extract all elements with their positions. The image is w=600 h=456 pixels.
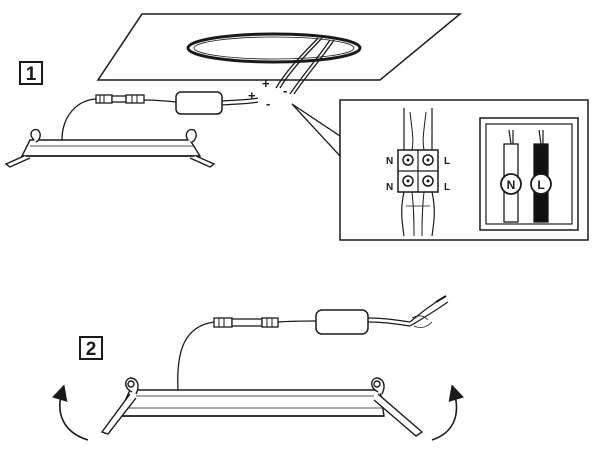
- driver-2-output-wires: [367, 295, 449, 329]
- arrow-right-curved-icon: [431, 384, 464, 441]
- ceiling-panel: [96, 13, 463, 81]
- step-2-badge: 2: [79, 336, 103, 360]
- neutral-marker-circle: [500, 173, 522, 195]
- polarity-minus-upper: -: [283, 83, 287, 98]
- terminal-block: [397, 108, 439, 237]
- step-1-number: 1: [26, 64, 37, 85]
- live-marker-label: L: [537, 178, 544, 192]
- wire-identification: N L: [479, 117, 579, 231]
- led-panel-1: [4, 128, 216, 168]
- step-2-number: 2: [86, 339, 97, 360]
- arrow-left-curved-icon: [52, 384, 89, 441]
- terminal-label-right-top: L: [444, 156, 450, 167]
- step-1-badge: 1: [19, 61, 43, 85]
- terminal-label-left-top: N: [386, 156, 393, 167]
- led-driver-2: [315, 309, 369, 335]
- polarity-minus-lower: -: [266, 96, 270, 111]
- terminal-label-right-bottom: L: [444, 182, 450, 193]
- neutral-marker-label: N: [507, 178, 516, 192]
- mains-wires: [275, 37, 335, 95]
- terminal-label-left-bottom: N: [386, 182, 393, 193]
- step-2-group: 2: [52, 295, 464, 441]
- led-panel-2: [100, 377, 424, 437]
- polarity-plus-upper: +: [262, 76, 270, 91]
- live-marker-circle: [530, 173, 552, 195]
- callout-leader: [291, 103, 341, 158]
- connector-plug-2: [213, 317, 279, 328]
- led-driver-1: [175, 91, 223, 115]
- connector-plug-1: [95, 94, 145, 104]
- driver-output-wires: [221, 97, 259, 106]
- polarity-plus-lower: +: [248, 88, 256, 103]
- step-1-group: 1 + - + -: [4, 13, 589, 241]
- wiring-detail-panel: N N L L N L: [339, 99, 589, 241]
